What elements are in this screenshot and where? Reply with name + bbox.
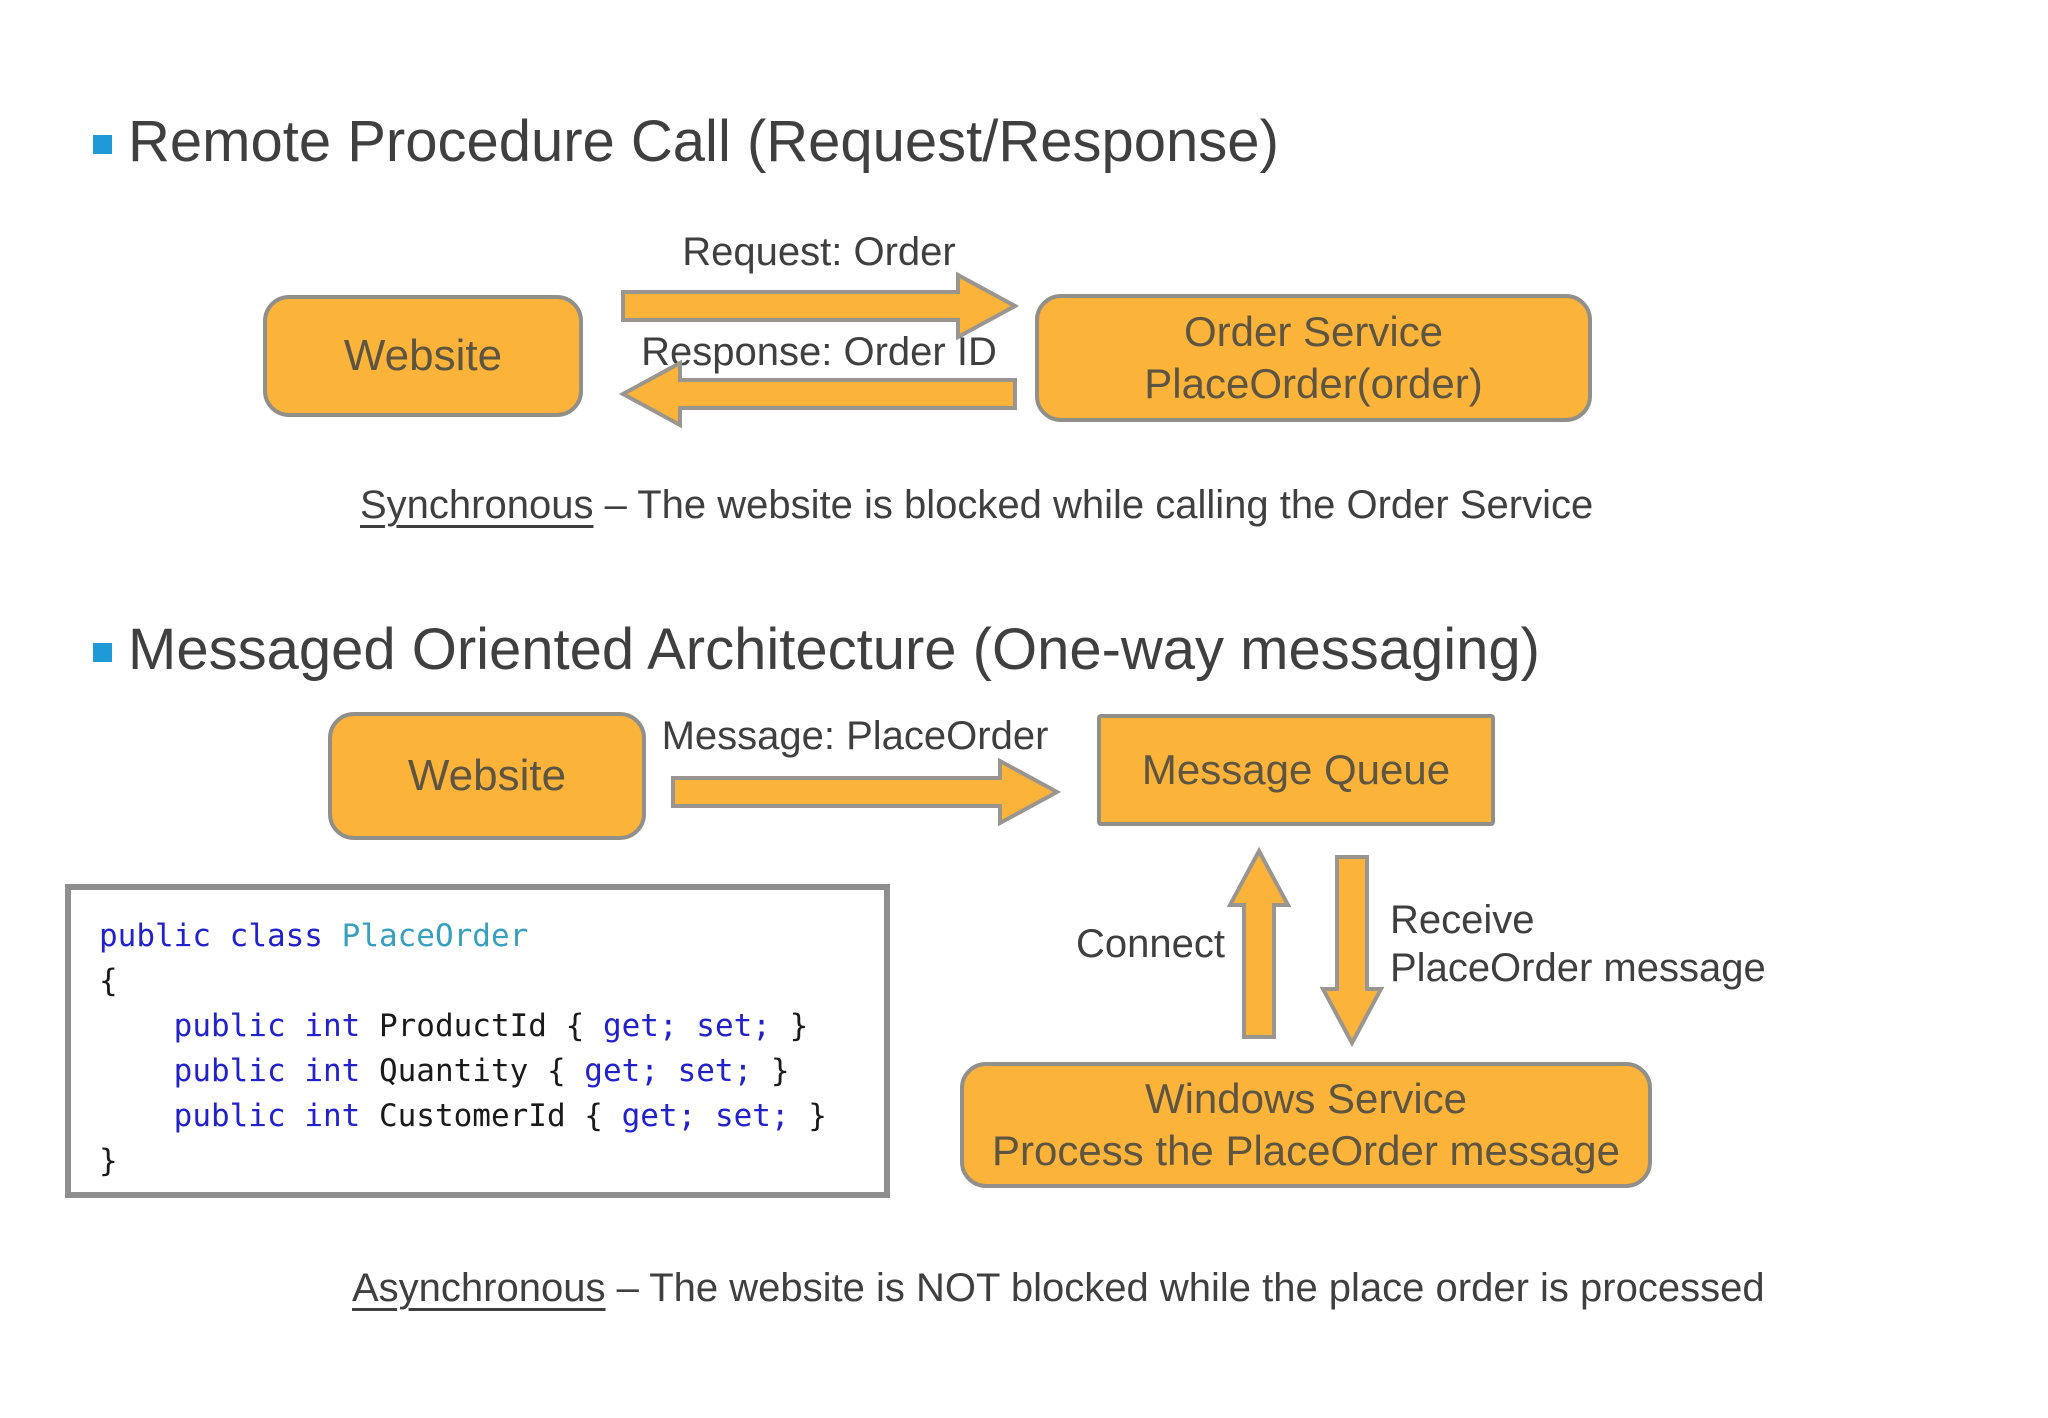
order-service-box: Order Service PlaceOrder(order) (1035, 294, 1592, 422)
connect-arrow-up-icon (1226, 846, 1292, 1039)
code-line: public int ProductId { get; set; } (173, 1008, 809, 1044)
receive-label-line2: PlaceOrder message (1390, 946, 1766, 990)
order-service-line1: Order Service (1183, 307, 1444, 355)
heading-rpc: Remote Procedure Call (Request/Response) (93, 109, 1793, 174)
windows-service-box: Windows Service Process the PlaceOrder m… (960, 1062, 1652, 1188)
response-label: Response: Order ID (641, 330, 997, 374)
request-arrow-right-icon (621, 271, 1020, 341)
sync-caption-term: Synchronous (360, 483, 594, 527)
message-label: Message: PlaceOrder (661, 714, 1049, 758)
receive-label-line1: Receive (1390, 898, 1535, 942)
website-box-moa: Website (328, 712, 646, 840)
message-arrow-right-icon (671, 757, 1062, 827)
code-line: } (99, 1143, 118, 1179)
square-bullet-icon (93, 643, 112, 662)
code-line: public class PlaceOrder (99, 918, 529, 954)
sync-caption-rest: – The website is blocked while calling t… (593, 483, 1594, 527)
square-bullet-icon (93, 135, 112, 154)
async-caption: Asynchronous – The website is NOT blocke… (352, 1266, 1765, 1311)
website-box-rpc-label: Website (343, 331, 503, 380)
heading-moa: Messaged Oriented Architecture (One-way … (93, 617, 1943, 682)
heading-moa-text: Messaged Oriented Architecture (One-way … (128, 617, 1540, 682)
windows-service-line1: Windows Service (1144, 1074, 1468, 1122)
async-caption-term: Asynchronous (352, 1266, 606, 1310)
request-label: Request: Order (682, 230, 956, 274)
website-box-moa-label: Website (407, 751, 567, 800)
message-queue-label: Message Queue (1141, 745, 1451, 793)
message-queue-box: Message Queue (1097, 714, 1495, 826)
code-line: { (99, 963, 118, 999)
windows-service-line2: Process the PlaceOrder message (992, 1127, 1620, 1174)
heading-rpc-text: Remote Procedure Call (Request/Response) (128, 109, 1279, 174)
receive-arrow-down-icon (1319, 855, 1385, 1048)
website-box-rpc: Website (263, 295, 583, 417)
receive-label: Receive PlaceOrder message (1390, 896, 1766, 992)
code-line: public int CustomerId { get; set; } (173, 1098, 827, 1134)
code-block: public class PlaceOrder { public int Prod… (65, 884, 890, 1198)
connect-label: Connect (1076, 922, 1225, 966)
order-service-line2: PlaceOrder(order) (1144, 360, 1483, 407)
async-caption-rest: – The website is NOT blocked while the p… (605, 1266, 1765, 1310)
response-arrow-left-icon (618, 359, 1017, 429)
code-line: public int Quantity { get; set; } (173, 1053, 790, 1089)
sync-caption: Synchronous – The website is blocked whi… (360, 483, 1593, 528)
